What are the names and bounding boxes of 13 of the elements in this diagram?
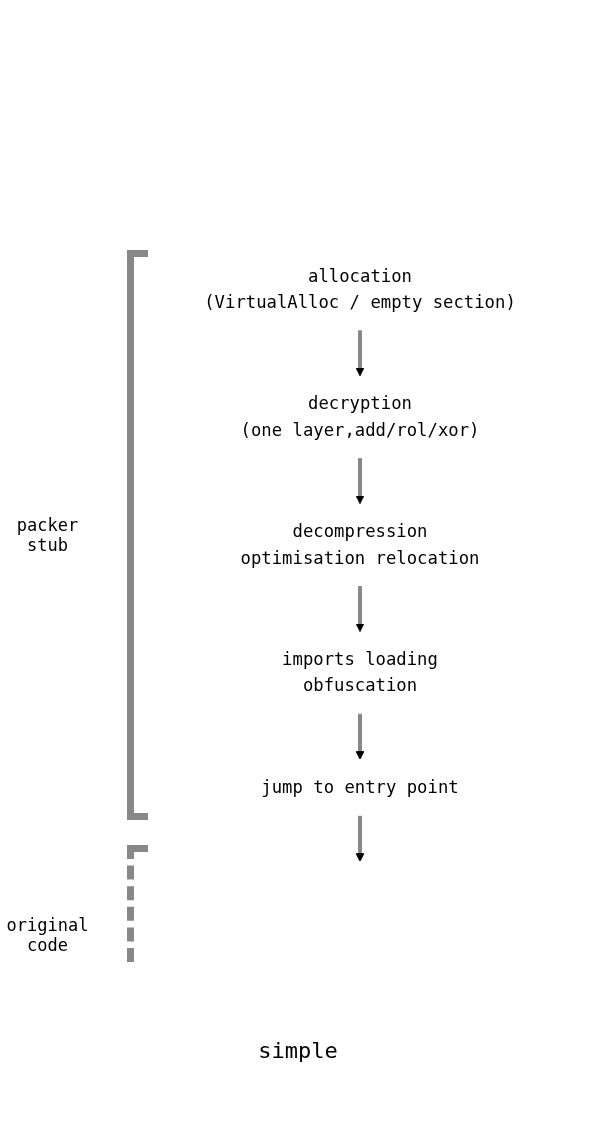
group-label: original code xyxy=(5,915,90,955)
caption: simple xyxy=(257,1038,339,1063)
step-label: imports loading obfuscation xyxy=(282,648,438,696)
step-label: decryption (one layer,add/rol/xor) xyxy=(240,393,480,440)
step-label: jump to entry point xyxy=(261,776,459,797)
arrow xyxy=(355,713,365,760)
step-label: decompression optimisation relocation xyxy=(240,521,480,568)
arrow xyxy=(355,330,365,377)
group-label: packer stub xyxy=(15,515,80,555)
arrow xyxy=(355,458,365,505)
arrow xyxy=(355,815,365,862)
step-label: allocation (VirtualAlloc / empty section) xyxy=(204,265,516,312)
arrow xyxy=(355,586,365,633)
